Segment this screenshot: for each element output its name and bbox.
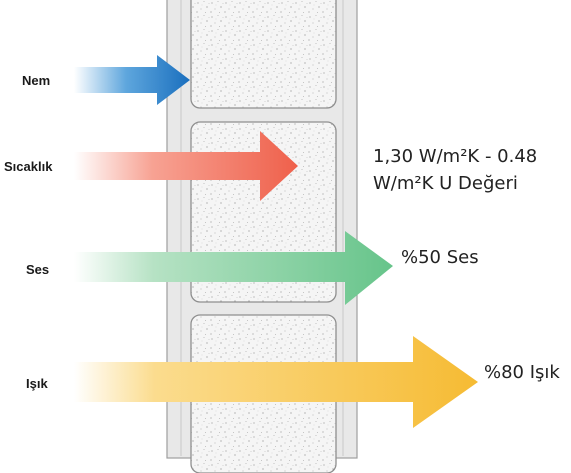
ses-arrow xyxy=(74,231,393,305)
u-value-line1: 1,30 W/m²K - 0.48 xyxy=(373,146,537,167)
isik-arrow xyxy=(74,336,478,428)
ses-result: %50 Ses xyxy=(401,247,479,268)
label-nem: Nem xyxy=(22,73,50,88)
u-value-line2: W/m²K U Değeri xyxy=(373,173,518,194)
nem-arrow xyxy=(74,55,190,105)
sicaklik-arrow xyxy=(74,131,298,201)
label-ses: Ses xyxy=(26,262,49,277)
insulation-panel-top xyxy=(190,0,337,109)
insulation-panels xyxy=(190,0,337,473)
label-isik: Işık xyxy=(26,376,48,391)
label-sicaklik: Sıcaklık xyxy=(4,159,53,174)
isik-result: %80 Işık xyxy=(484,362,560,383)
